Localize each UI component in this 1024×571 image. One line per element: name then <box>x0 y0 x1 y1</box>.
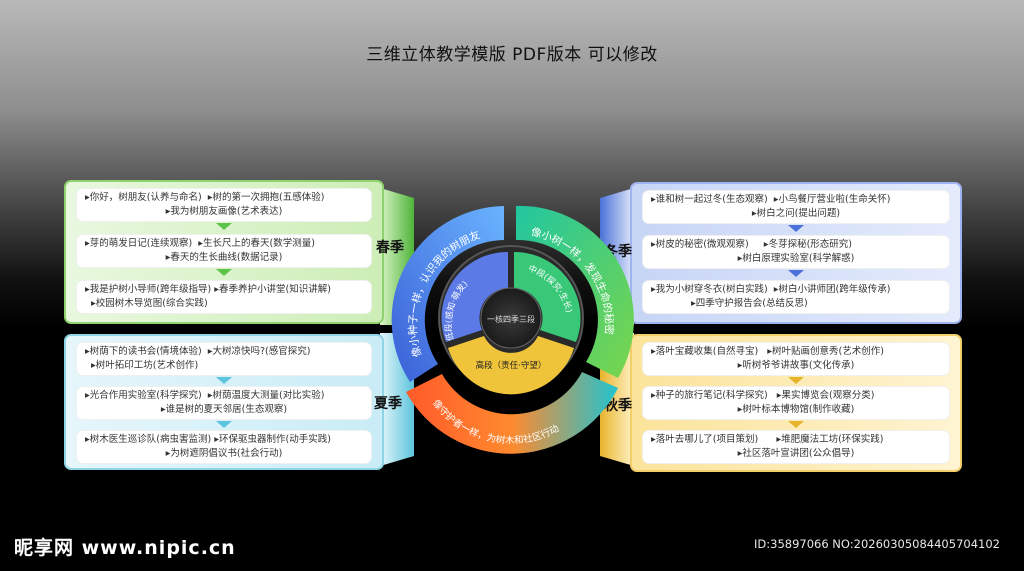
winter-item-3-2: ▸树白小讲师团(跨年级传承) <box>773 284 891 295</box>
summer-row-1: ▸树荫下的读书会(情境体验) ▸大树凉快吗?(感官探究) ▸树叶拓印工坊(艺术创… <box>76 342 372 376</box>
autumn-row-2: ▸种子的旅行笔记(科学探究) ▸果实博览会(观察分类) ▸树叶标本博物馆(制作收… <box>642 386 950 420</box>
winter-item-3-3: ▸四季守护报告会(总结反思) <box>691 298 808 309</box>
inner-bottom-text: 高段（责任·守望） <box>476 360 547 371</box>
summer-item-2-2: ▸树荫温度大测量(对比实验) <box>207 390 325 401</box>
inner-segment-bottom <box>448 336 574 395</box>
autumn-item-1-2: ▸树叶贴画创意秀(艺术创作) <box>767 346 884 357</box>
spring-item-1-3: ▸我为树朋友画像(艺术表达) <box>165 206 283 217</box>
spring-item-3-3: ▸校园树木导览图(综合实践) <box>91 298 208 309</box>
winter-arrow-1 <box>788 225 804 232</box>
inner-segment-right <box>514 251 581 342</box>
winter-item-1-2: ▸小鸟餐厅营业啦(生命关怀) <box>773 194 891 205</box>
autumn-label: 秋季 <box>604 398 632 414</box>
autumn-row-1: ▸落叶宝藏收集(自然寻宝) ▸树叶贴画创意秀(艺术创作) ▸听树爷爷讲故事(文化… <box>642 342 950 376</box>
autumn-item-2-2: ▸果实博览会(观察分类) <box>776 390 875 401</box>
spring-item-1-2: ▸树的第一次拥抱(五感体验) <box>207 192 325 203</box>
spring-item-2-3: ▸春天的生长曲线(数据记录) <box>165 252 283 263</box>
summer-item-1-2: ▸大树凉快吗?(感官探究) <box>207 346 311 357</box>
winter-arrow-2 <box>788 270 804 277</box>
spring-row-1: ▸你好，树朋友(认养与命名) ▸树的第一次拥抱(五感体验) ▸我为树朋友画像(艺… <box>76 188 372 222</box>
autumn-item-1-1: ▸落叶宝藏收集(自然寻宝) <box>651 346 759 357</box>
autumn-arrow-1 <box>788 377 804 384</box>
winter-item-1-3: ▸树白之问(提出问题) <box>751 208 841 219</box>
autumn-arrow-2 <box>788 421 804 428</box>
central-wheel: 像小种子一样，认识我的树朋友 像小树一样，发现生命的秘密 像守护者一样，为树木和… <box>391 205 634 454</box>
winter-item-2-1: ▸树皮的秘密(微观观察) <box>651 239 749 250</box>
page-title: 三维立体教学模版 PDF版本 可以修改 <box>366 45 658 65</box>
spring-label: 春季 <box>376 240 404 256</box>
spring-item-3-2: ▸春季养护小讲堂(知识讲解) <box>214 284 331 295</box>
winter-item-3-1: ▸我为小树穿冬衣(树白实践) <box>651 284 768 295</box>
autumn-item-2-3: ▸树叶标本博物馆(制作收藏) <box>737 404 855 415</box>
summer-row-3: ▸树木医生巡诊队(病虫害监测) ▸环保驱虫器制作(动手实践) ▸为树遮阴倡议书(… <box>76 430 372 464</box>
wheel-segment-left <box>391 206 504 382</box>
summer-row-2: ▸光合作用实验室(科学探究) ▸树荫温度大测量(对比实验) ▸谁是树的夏天邻居(… <box>76 386 372 420</box>
wheel-segment-bottom <box>406 372 618 454</box>
summer-item-1-3: ▸树叶拓印工坊(艺术创作) <box>91 360 199 371</box>
autumn-row-3: ▸落叶去哪儿了(项目策划) ▸堆肥魔法工坊(环保实践) ▸社区落叶宣讲团(公众倡… <box>642 430 950 464</box>
watermark-logo: 昵享网 www.nipic.cn <box>14 537 236 559</box>
spring-arrow-1 <box>216 223 232 230</box>
summer-item-2-3: ▸谁是树的夏天邻居(生态观察) <box>160 404 288 415</box>
summer-item-3-2: ▸环保驱虫器制作(动手实践) <box>214 434 331 445</box>
autumn-item-3-3: ▸社区落叶宣讲团(公众倡导) <box>737 448 855 459</box>
winter-item-1-1: ▸谁和树一起过冬(生态观察) <box>651 194 768 205</box>
autumn-item-3-1: ▸落叶去哪儿了(项目策划) <box>651 434 759 445</box>
winter-panel: ▸谁和树一起过冬(生态观察) ▸小鸟餐厅营业啦(生命关怀) ▸树白之问(提出问题… <box>630 182 962 324</box>
summer-arrow-1 <box>216 377 232 384</box>
autumn-item-3-2: ▸堆肥魔法工坊(环保实践) <box>776 434 884 445</box>
inner-segment-left <box>441 251 508 342</box>
autumn-panel: ▸落叶宝藏收集(自然寻宝) ▸树叶贴画创意秀(艺术创作) ▸听树爷爷讲故事(文化… <box>630 334 962 472</box>
autumn-item-2-1: ▸种子的旅行笔记(科学探究) <box>651 390 768 401</box>
winter-row-1: ▸谁和树一起过冬(生态观察) ▸小鸟餐厅营业啦(生命关怀) ▸树白之问(提出问题… <box>642 190 950 224</box>
spring-row-3: ▸我是护树小导师(跨年级指导) ▸春季养护小讲堂(知识讲解) ▸校园树木导览图(… <box>76 280 372 314</box>
center-text: 一核四季三段 <box>487 314 535 324</box>
spring-item-3-1: ▸我是护树小导师(跨年级指导) <box>85 284 212 295</box>
spring-panel: ▸你好，树朋友(认养与命名) ▸树的第一次拥抱(五感体验) ▸我为树朋友画像(艺… <box>64 180 384 324</box>
summer-item-3-3: ▸为树遮阴倡议书(社会行动) <box>165 448 283 459</box>
winter-item-2-3: ▸树白原理实验室(科学解惑) <box>737 253 855 264</box>
summer-item-2-1: ▸光合作用实验室(科学探究) <box>85 390 202 401</box>
spring-item-2-2: ▸生长尺上的春天(数学测量) <box>198 238 315 249</box>
wheel-segment-right <box>516 205 634 378</box>
spring-arrow-2 <box>216 269 232 276</box>
winter-item-2-2: ▸冬芽探秘(形态研究) <box>763 239 852 250</box>
summer-item-3-1: ▸树木医生巡诊队(病虫害监测) <box>85 434 212 445</box>
winter-row-3: ▸我为小树穿冬衣(树白实践) ▸树白小讲师团(跨年级传承) ▸四季守护报告会(总… <box>642 280 950 314</box>
summer-item-1-1: ▸树荫下的读书会(情境体验) <box>85 346 202 357</box>
summer-panel: ▸树荫下的读书会(情境体验) ▸大树凉快吗?(感官探究) ▸树叶拓印工坊(艺术创… <box>64 334 384 470</box>
winter-row-2: ▸树皮的秘密(微观观察) ▸冬芽探秘(形态研究) ▸树白原理实验室(科学解惑) <box>642 235 950 269</box>
summer-label: 夏季 <box>374 396 402 412</box>
spring-item-2-1: ▸芽的萌发日记(连续观察) <box>85 238 193 249</box>
summer-arrow-2 <box>216 421 232 428</box>
autumn-item-1-3: ▸听树爷爷讲故事(文化传承) <box>737 360 855 371</box>
spring-row-2: ▸芽的萌发日记(连续观察) ▸生长尺上的春天(数学测量) ▸春天的生长曲线(数据… <box>76 234 372 268</box>
spring-item-1-1: ▸你好，树朋友(认养与命名) <box>85 192 202 203</box>
watermark-id: ID:35897066 NO:20260305084405704102 <box>754 537 1000 551</box>
